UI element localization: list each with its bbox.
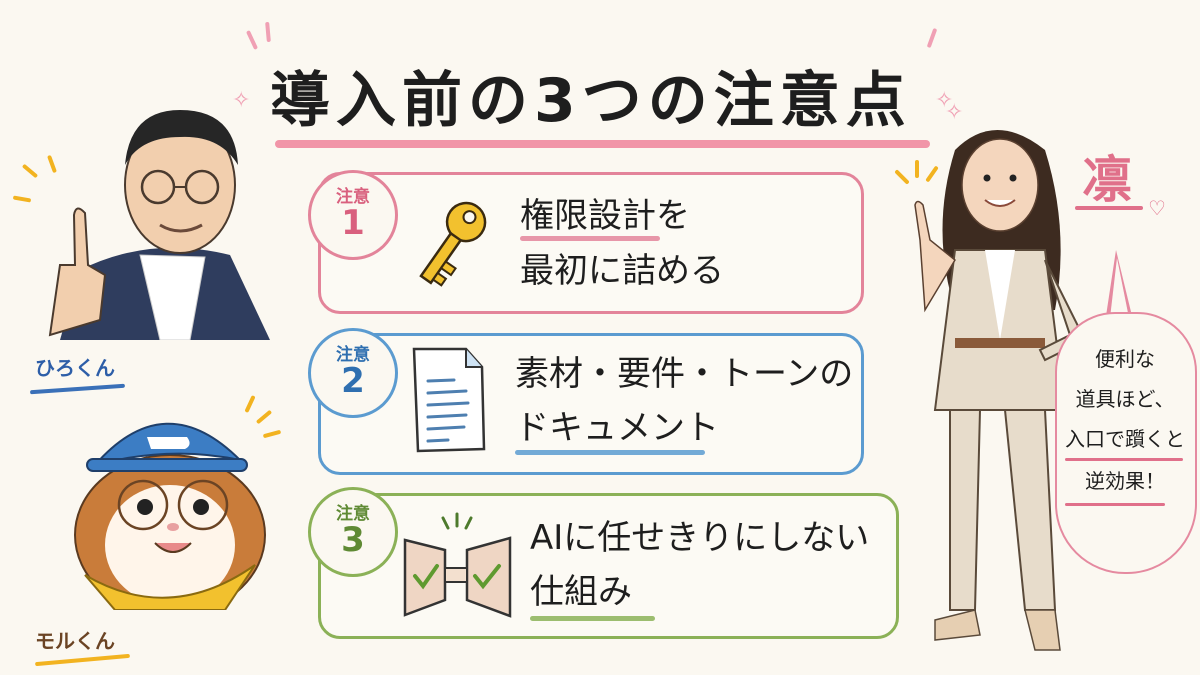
hiro-avatar <box>30 85 290 341</box>
sparkle-icon: ✧ <box>945 100 964 125</box>
badge-label: 注意 <box>336 344 370 365</box>
rin-name-underline <box>1075 206 1143 210</box>
caution-2-line1: 素材・要件・トーンの <box>515 354 854 394</box>
document-icon <box>408 345 488 455</box>
caution-1-underline <box>520 236 660 241</box>
moru-name-underline <box>35 653 130 667</box>
speech-underline-1 <box>1065 458 1183 461</box>
speech-line-3: 入口で躓くと <box>1065 427 1185 451</box>
caution-badge-2: 注意 2 <box>308 328 398 418</box>
caution-badge-1: 注意 1 <box>308 170 398 260</box>
caution-3-underline <box>530 616 655 621</box>
title-underline <box>275 140 930 148</box>
speech-underline-2 <box>1065 503 1165 506</box>
badge-number: 3 <box>341 519 365 560</box>
caution-card-1 <box>318 172 864 314</box>
speech-line-1: 便利な <box>1095 347 1155 371</box>
caution-1-line1: 権限設計を <box>520 196 690 236</box>
heart-icon: ♡ <box>1148 196 1166 220</box>
badge-number: 2 <box>341 360 365 401</box>
badge-label: 注意 <box>336 503 370 524</box>
accent-tick <box>915 160 919 178</box>
title-accent-mark <box>245 30 259 50</box>
page-title: 導入前の3つの注意点 <box>270 66 912 136</box>
sparkle-icon: ✧ <box>935 88 954 113</box>
speech-bubble <box>1055 312 1197 574</box>
sparkle-icon: ✧ <box>232 88 251 113</box>
speech-line-2: 道具ほど、 <box>1075 387 1175 411</box>
caution-badge-3: 注意 3 <box>308 487 398 577</box>
title-accent-mark <box>265 21 271 43</box>
caution-3-line2: 仕組み <box>530 572 632 612</box>
title-accent-mark <box>926 27 938 49</box>
caution-2-underline <box>515 450 705 455</box>
badge-label: 注意 <box>336 186 370 207</box>
hiro-name-underline <box>29 383 126 395</box>
double-check-gate-icon <box>395 510 520 625</box>
hiro-name-label: ひろくん <box>35 356 115 380</box>
caution-3-line1: AIに任せきりにしない <box>530 518 870 558</box>
rin-name-label: 凛 <box>1082 151 1132 209</box>
key-icon <box>405 195 495 295</box>
caution-2-line2: ドキュメント <box>515 408 719 448</box>
moru-avatar <box>55 395 285 616</box>
speech-bubble-tail-fill <box>1110 258 1129 318</box>
moru-name-label: モルくん <box>35 629 115 653</box>
badge-number: 1 <box>341 202 365 243</box>
speech-line-4: 逆効果！ <box>1085 469 1165 493</box>
caution-1-line2: 最初に詰める <box>520 251 724 291</box>
accent-tick <box>12 195 32 203</box>
